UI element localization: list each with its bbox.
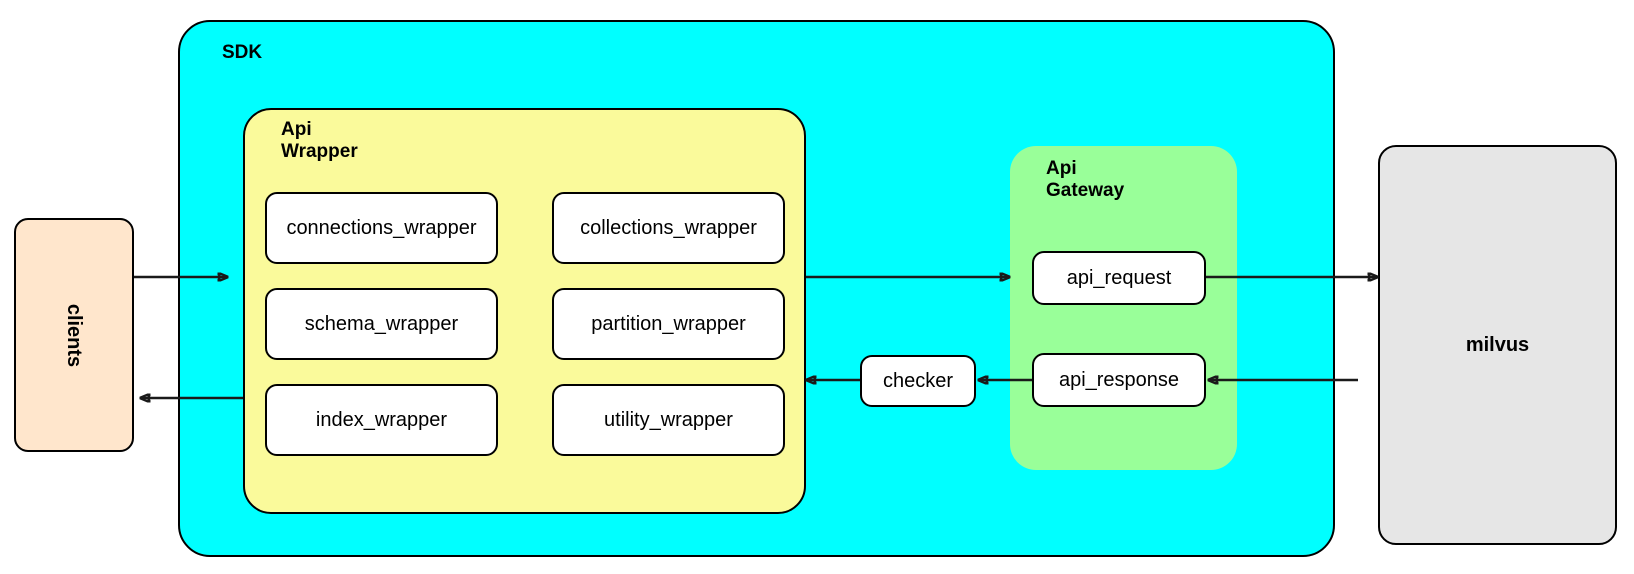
clients-label: clients: [63, 303, 86, 367]
node-api-response[interactable]: api_response: [1032, 353, 1206, 407]
node-label: collections_wrapper: [580, 216, 757, 239]
node-label: schema_wrapper: [304, 312, 459, 335]
node-label: partition_wrapper: [591, 312, 746, 335]
node-schema-wrapper[interactable]: schema_wrapper: [265, 288, 498, 360]
node-label: checker: [882, 369, 954, 392]
node-clients[interactable]: clients: [14, 218, 134, 452]
node-connections-wrapper[interactable]: connections_wrapper: [265, 192, 498, 264]
node-checker[interactable]: checker: [860, 355, 976, 407]
node-utility-wrapper[interactable]: utility_wrapper: [552, 384, 785, 456]
node-milvus[interactable]: milvus: [1378, 145, 1617, 545]
node-label: connections_wrapper: [286, 216, 477, 239]
sdk-label: SDK: [222, 42, 263, 63]
node-index-wrapper[interactable]: index_wrapper: [265, 384, 498, 456]
node-api-request[interactable]: api_request: [1032, 251, 1206, 305]
node-collections-wrapper[interactable]: collections_wrapper: [552, 192, 785, 264]
node-label: api_request: [1066, 266, 1172, 289]
api-gateway-label: Api Gateway: [1046, 158, 1125, 201]
node-label: index_wrapper: [315, 408, 448, 431]
milvus-label: milvus: [1465, 333, 1530, 356]
api-wrapper-label: Api Wrapper: [281, 119, 358, 162]
node-partition-wrapper[interactable]: partition_wrapper: [552, 288, 785, 360]
node-label: api_response: [1058, 368, 1180, 391]
node-label: utility_wrapper: [604, 408, 733, 431]
api-gateway-container: Api Gateway: [1010, 146, 1237, 470]
